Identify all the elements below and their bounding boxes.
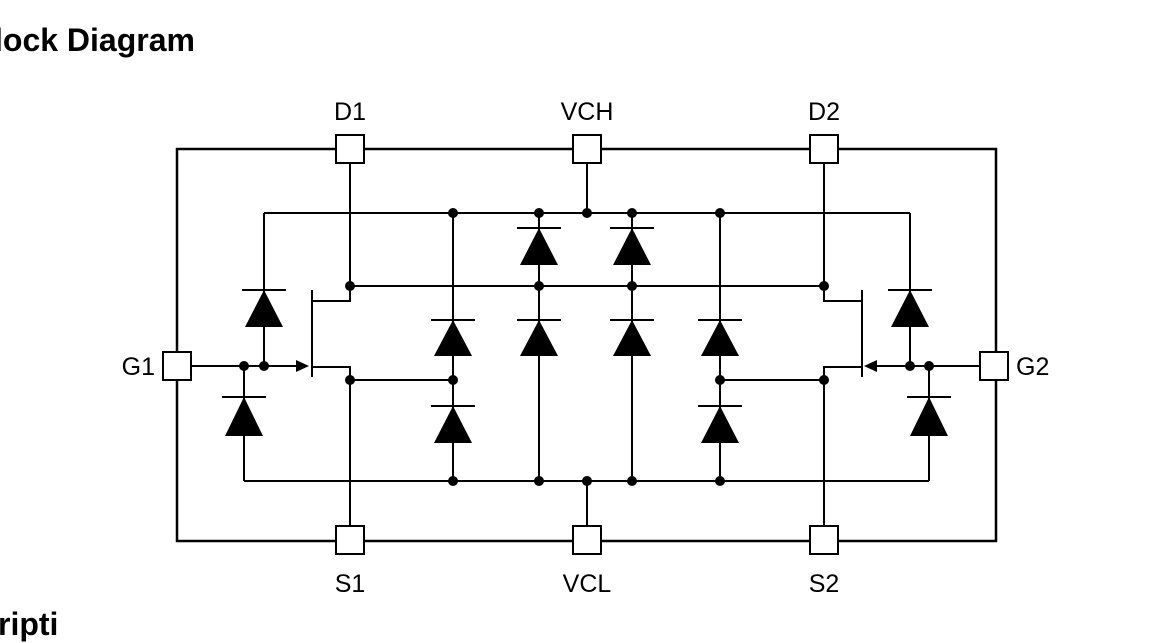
diode-icon bbox=[610, 319, 654, 356]
junction-dot bbox=[819, 281, 829, 291]
diode-icon bbox=[242, 289, 286, 327]
s2-label: S2 bbox=[809, 570, 840, 598]
diode-icon bbox=[698, 319, 742, 356]
junction-dot bbox=[448, 208, 458, 218]
vcl-pin-pad bbox=[572, 525, 602, 555]
pin-pads bbox=[162, 134, 1009, 555]
vch-label: VCH bbox=[561, 98, 614, 126]
g1-gate-arrow bbox=[296, 360, 309, 372]
gate-arrows bbox=[296, 360, 877, 372]
junction-dots bbox=[239, 208, 934, 486]
vcl-label: VCL bbox=[563, 570, 612, 598]
wiring bbox=[191, 164, 980, 526]
diode-array bbox=[222, 227, 951, 443]
junction-dot bbox=[715, 208, 725, 218]
diode-icon bbox=[698, 405, 742, 443]
diode-icon bbox=[907, 396, 951, 436]
diode-icon bbox=[517, 319, 561, 356]
junction-dot bbox=[715, 476, 725, 486]
junction-dot bbox=[345, 375, 355, 385]
junction-dot bbox=[345, 281, 355, 291]
s2-pin-pad bbox=[809, 525, 839, 555]
g2-label: G2 bbox=[1016, 353, 1049, 381]
diode-icon bbox=[222, 396, 266, 436]
junction-dot bbox=[627, 208, 637, 218]
junction-dot bbox=[534, 281, 544, 291]
d1-label: D1 bbox=[334, 98, 366, 126]
junction-dot bbox=[582, 476, 592, 486]
junction-dot bbox=[627, 476, 637, 486]
junction-dot bbox=[715, 375, 725, 385]
diode-icon bbox=[431, 405, 475, 443]
junction-dot bbox=[534, 208, 544, 218]
vch-pin-pad bbox=[572, 134, 602, 164]
block-diagram-title: lock Diagram bbox=[0, 22, 195, 58]
pin-labels: D1 VCH D2 G1 G2 S1 VCL S2 bbox=[122, 98, 1050, 598]
d2-pin-pad bbox=[809, 134, 839, 164]
diode-icon bbox=[517, 227, 561, 265]
circuit-block-diagram: D1 VCH D2 G1 G2 S1 VCL S2 bbox=[122, 98, 1050, 598]
diode-icon bbox=[431, 319, 475, 356]
junction-dot bbox=[819, 375, 829, 385]
d2-label: D2 bbox=[808, 98, 840, 126]
junction-dot bbox=[448, 476, 458, 486]
s1-label: S1 bbox=[335, 570, 366, 598]
s1-pin-pad bbox=[335, 525, 365, 555]
g2-pin-pad bbox=[979, 351, 1009, 381]
g2-gate-arrow bbox=[864, 360, 877, 372]
junction-dot bbox=[259, 361, 269, 371]
diode-icon bbox=[610, 227, 654, 265]
junction-dot bbox=[239, 361, 249, 371]
g1-pin-pad bbox=[162, 351, 192, 381]
junction-dot bbox=[905, 361, 915, 371]
junction-dot bbox=[534, 476, 544, 486]
d1-pin-pad bbox=[335, 134, 365, 164]
junction-dot bbox=[924, 361, 934, 371]
junction-dot bbox=[627, 281, 637, 291]
g1-label: G1 bbox=[122, 353, 155, 381]
diode-icon bbox=[888, 289, 932, 327]
junction-dot bbox=[448, 375, 458, 385]
junction-dot bbox=[582, 208, 592, 218]
